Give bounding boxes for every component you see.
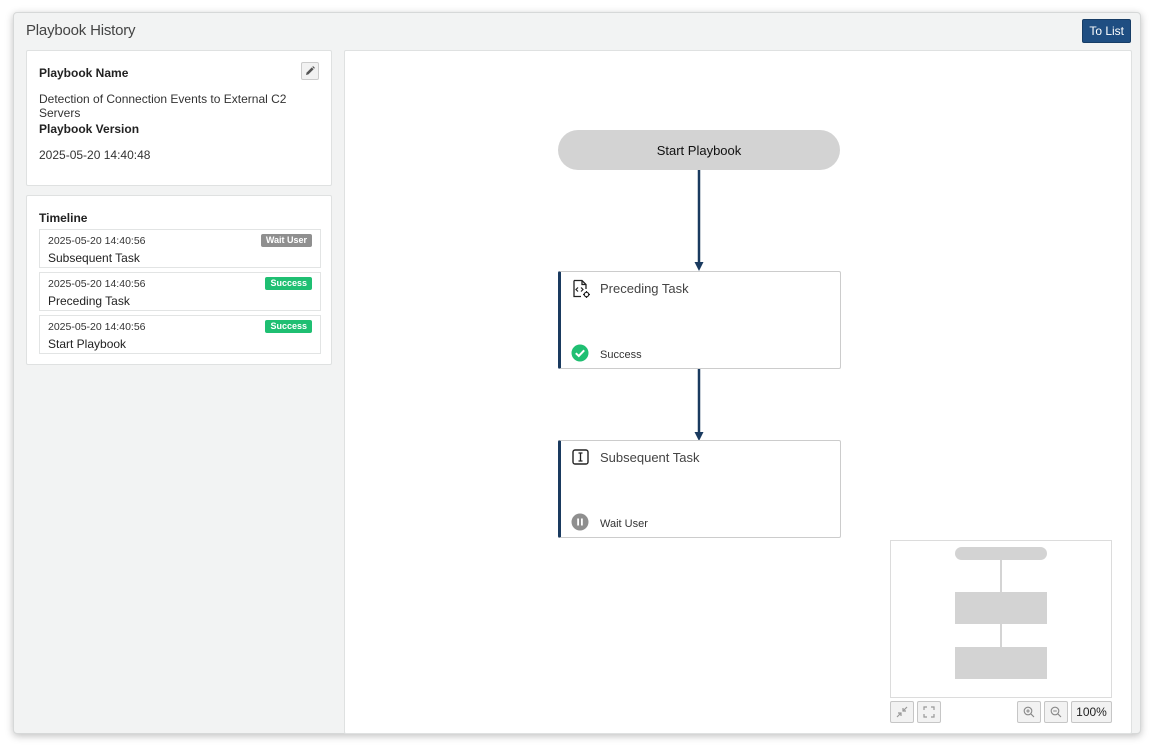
timeline-item-name: Subsequent Task [48, 251, 140, 265]
timeline-title: Timeline [39, 211, 88, 225]
timeline-item[interactable]: 2025-05-20 14:40:56 Wait User Subsequent… [39, 229, 321, 268]
playbook-name-label: Playbook Name [39, 66, 129, 80]
to-list-button[interactable]: To List [1082, 19, 1131, 43]
collapse-button[interactable] [890, 701, 914, 723]
check-circle-icon [571, 344, 589, 362]
zoom-in-button[interactable] [1017, 701, 1041, 723]
zoom-out-icon [1050, 706, 1062, 718]
task-name: Preceding Task [600, 281, 689, 296]
timeline-panel: Timeline 2025-05-20 14:40:56 Wait User S… [26, 195, 332, 365]
preceding-task-node[interactable]: Preceding Task Success [558, 271, 841, 369]
collapse-icon [896, 706, 908, 718]
task-status: Wait User [600, 518, 648, 530]
pencil-icon [306, 66, 315, 75]
playbook-info-panel: Playbook Name Detection of Connection Ev… [26, 50, 332, 186]
edit-button[interactable] [301, 62, 319, 80]
timeline-item-time: 2025-05-20 14:40:56 [48, 278, 146, 290]
user-input-icon [572, 449, 589, 465]
flow-canvas[interactable]: Start Playbook Preceding Task Success [344, 50, 1132, 734]
pause-circle-icon [571, 513, 589, 531]
timeline-item[interactable]: 2025-05-20 14:40:56 Success Preceding Ta… [39, 272, 321, 311]
minimap-preview [955, 547, 1047, 679]
timeline-item-time: 2025-05-20 14:40:56 [48, 321, 146, 333]
playbook-version-label: Playbook Version [39, 122, 140, 136]
start-node-label: Start Playbook [656, 142, 742, 158]
code-doc-icon [573, 279, 590, 298]
fit-view-button[interactable] [917, 701, 941, 723]
playbook-version-value: 2025-05-20 14:40:48 [39, 148, 151, 162]
start-playbook-node[interactable]: Start Playbook [558, 130, 840, 170]
status-badge: Wait User [260, 234, 312, 247]
subsequent-task-node[interactable]: Subsequent Task Wait User [558, 440, 841, 538]
zoom-in-icon [1023, 706, 1035, 718]
timeline-item-time: 2025-05-20 14:40:56 [48, 235, 146, 247]
status-badge: Success [265, 320, 312, 333]
expand-icon [923, 706, 935, 718]
playbook-name-value: Detection of Connection Events to Extern… [39, 92, 287, 120]
playbook-history-window: Playbook History To List Playbook Name D… [13, 12, 1141, 734]
flow-edges [694, 170, 704, 441]
status-badge: Success [265, 277, 312, 290]
zoom-out-button[interactable] [1044, 701, 1068, 723]
zoom-level[interactable]: 100% [1071, 701, 1112, 723]
timeline-item-name: Preceding Task [48, 294, 130, 308]
window-title: Playbook History [26, 22, 136, 39]
minimap[interactable] [890, 540, 1112, 698]
task-status: Success [600, 349, 642, 361]
timeline-item[interactable]: 2025-05-20 14:40:56 Success Start Playbo… [39, 315, 321, 354]
timeline-item-name: Start Playbook [48, 337, 127, 351]
task-name: Subsequent Task [600, 450, 700, 465]
